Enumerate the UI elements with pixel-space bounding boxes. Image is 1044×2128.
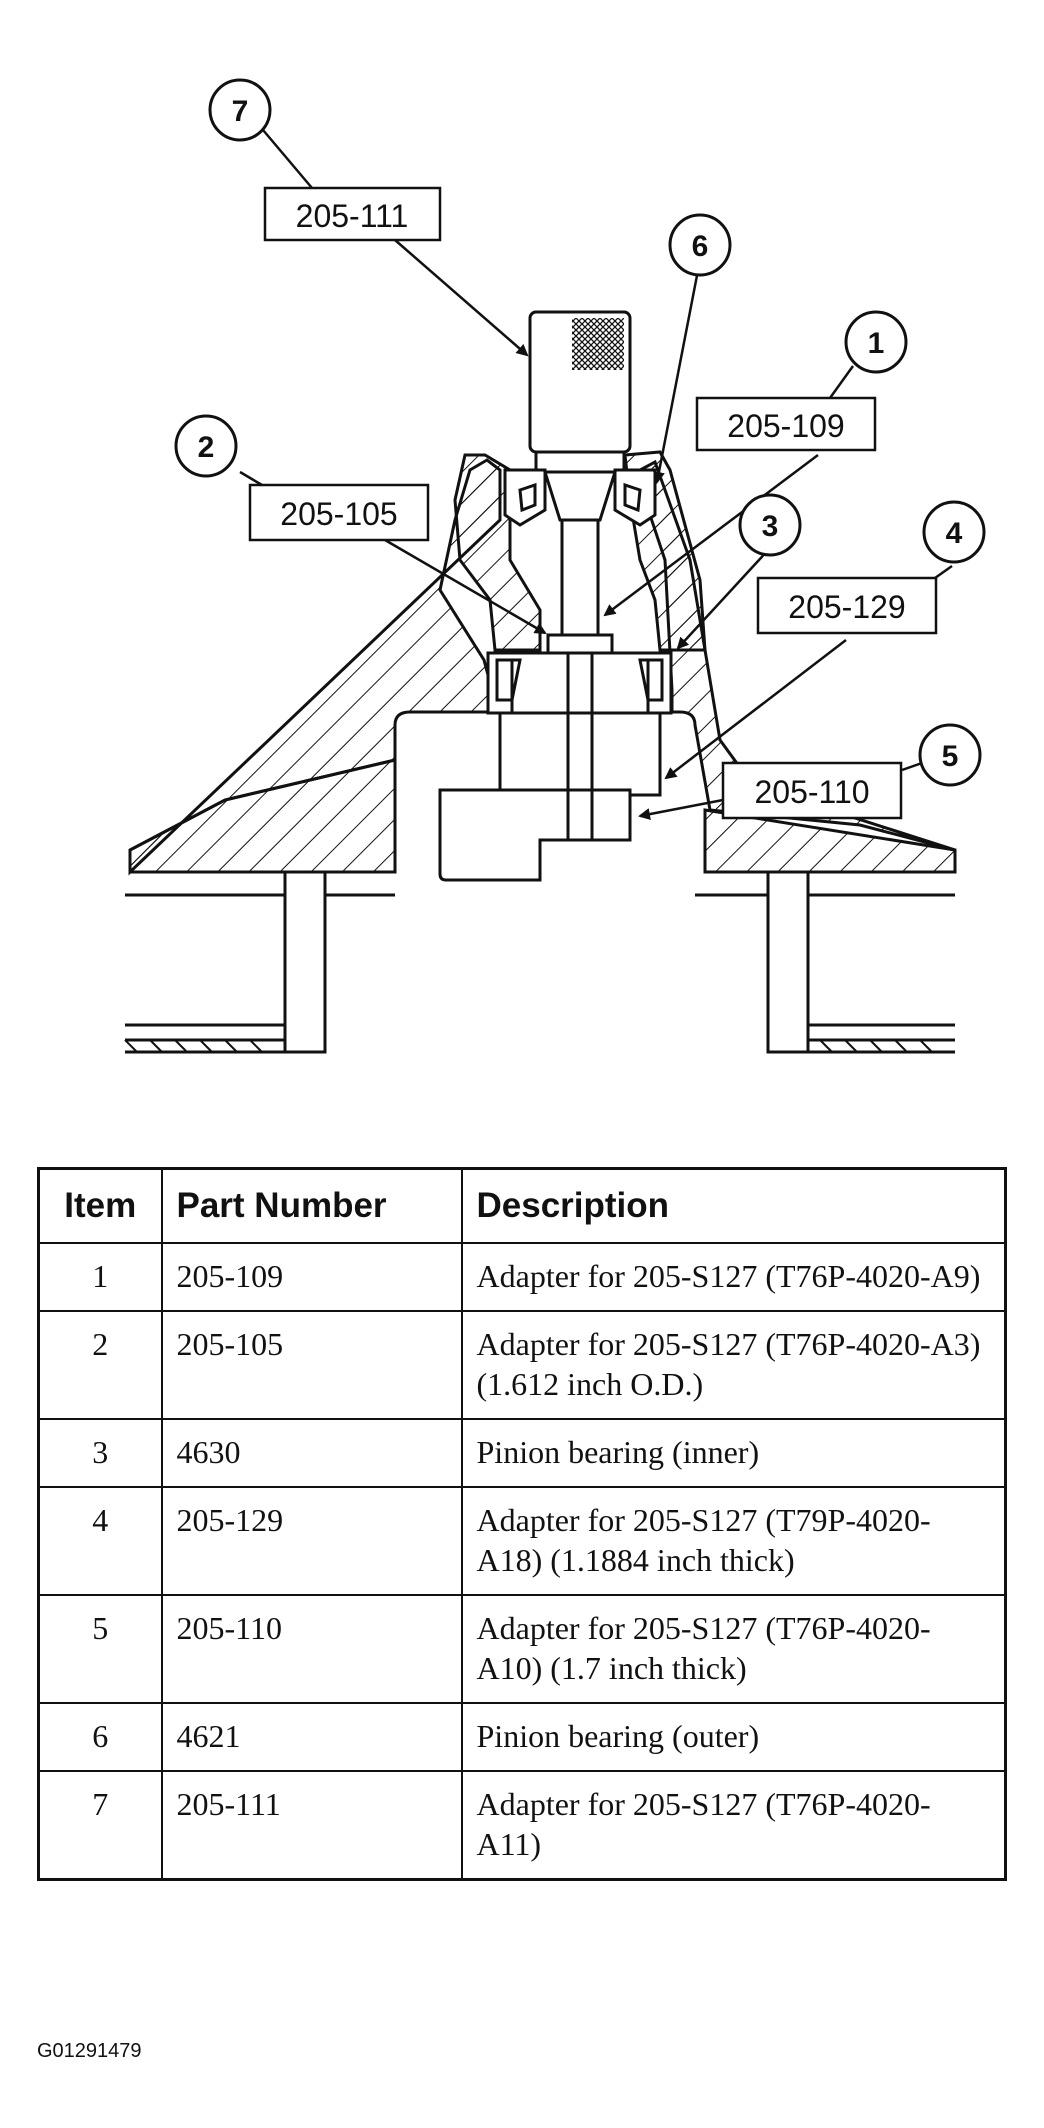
cell-item: 7 — [37, 1770, 163, 1881]
figure-id: G01291479 — [37, 2040, 142, 2062]
table-row: 3 4630 Pinion bearing (inner) — [37, 1418, 1007, 1488]
box-205-129: 205-129 — [756, 576, 938, 635]
cell-part-number: 205-105 — [160, 1310, 463, 1420]
cell-description: Pinion bearing (inner) — [460, 1418, 1007, 1488]
box-205-110-label: 205-110 — [754, 774, 869, 810]
callout-1-label: 1 — [868, 327, 885, 360]
cell-part-number: 205-129 — [160, 1486, 463, 1596]
cell-part-number: 205-110 — [160, 1594, 463, 1704]
box-205-109: 205-109 — [695, 396, 877, 452]
cell-description: Adapter for 205-S127 (T76P-4020-A11) — [460, 1770, 1007, 1881]
header-part-number: Part Number — [160, 1167, 463, 1244]
housing-lower-walls — [124, 870, 955, 1054]
callout-7-label: 7 — [232, 95, 249, 128]
callout-6-label: 6 — [692, 230, 709, 263]
box-205-111-label: 205-111 — [296, 198, 409, 234]
pinion-tool-diagram: 7 6 1 2 3 4 5 205-111 — [124, 78, 986, 1054]
table-row: 1 205-109 Adapter for 205-S127 (T76P-402… — [37, 1242, 1007, 1312]
differential-housing — [128, 450, 957, 876]
table-row: 4 205-129 Adapter for 205-S127 (T79P-402… — [37, 1486, 1007, 1596]
box-205-105-label: 205-105 — [280, 496, 397, 532]
box-205-129-label: 205-129 — [788, 589, 905, 625]
table-row: 6 4621 Pinion bearing (outer) — [37, 1702, 1007, 1772]
tool-assembly — [438, 310, 673, 882]
cell-description: Adapter for 205-S127 (T76P-4020-A3) (1.6… — [460, 1310, 1007, 1420]
cell-item: 3 — [37, 1418, 163, 1488]
header-item: Item — [37, 1167, 163, 1244]
shaft-205-109 — [560, 518, 600, 640]
cell-part-number: 4630 — [160, 1418, 463, 1488]
callout-numbers: 7 6 1 2 3 4 5 — [174, 78, 986, 787]
callout-2-label: 2 — [198, 431, 215, 464]
callout-5-label: 5 — [942, 740, 959, 773]
cell-description: Adapter for 205-S127 (T79P-4020-A18) (1.… — [460, 1486, 1007, 1596]
box-205-111: 205-111 — [263, 186, 442, 242]
table-row: 2 205-105 Adapter for 205-S127 (T76P-402… — [37, 1310, 1007, 1420]
box-205-105: 205-105 — [248, 483, 430, 542]
cell-part-number: 205-111 — [160, 1770, 463, 1881]
header-description: Description — [460, 1167, 1007, 1244]
cell-item: 1 — [37, 1242, 163, 1312]
cell-description: Adapter for 205-S127 (T76P-4020-A9) — [460, 1242, 1007, 1312]
adapter-205-105 — [546, 633, 614, 655]
cell-item: 5 — [37, 1594, 163, 1704]
outer-bearing-6 — [503, 468, 547, 527]
callout-1: 1 — [844, 310, 908, 374]
callout-2: 2 — [174, 414, 238, 478]
cell-part-number: 4621 — [160, 1702, 463, 1772]
callout-6: 6 — [668, 213, 732, 277]
box-205-110: 205-110 — [721, 761, 903, 820]
cell-item: 2 — [37, 1310, 163, 1420]
table-row: 7 205-111 Adapter for 205-S127 (T76P-402… — [37, 1770, 1007, 1881]
cell-item: 4 — [37, 1486, 163, 1596]
callout-7: 7 — [208, 78, 272, 142]
table-header-row: Item Part Number Description — [37, 1167, 1007, 1244]
callout-part-boxes: 205-111 205-109 205-105 205-129 205-110 — [248, 186, 938, 820]
adapter-205-129 — [498, 711, 662, 797]
callout-4: 4 — [922, 500, 986, 564]
leader-lines — [239, 129, 953, 820]
callout-5: 5 — [918, 723, 982, 787]
cell-description: Adapter for 205-S127 (T76P-4020-A10) (1.… — [460, 1594, 1007, 1704]
cell-item: 6 — [37, 1702, 163, 1772]
box-205-109-label: 205-109 — [727, 408, 844, 444]
callout-3: 3 — [738, 493, 802, 557]
cell-description: Pinion bearing (outer) — [460, 1702, 1007, 1772]
callout-3-label: 3 — [762, 510, 779, 543]
callout-4-label: 4 — [946, 517, 963, 550]
parts-table: Item Part Number Description 1 205-109 A… — [37, 1167, 1007, 1881]
adapter-205-110 — [438, 788, 632, 882]
table-row: 5 205-110 Adapter for 205-S127 (T76P-402… — [37, 1594, 1007, 1704]
cell-part-number: 205-109 — [160, 1242, 463, 1312]
